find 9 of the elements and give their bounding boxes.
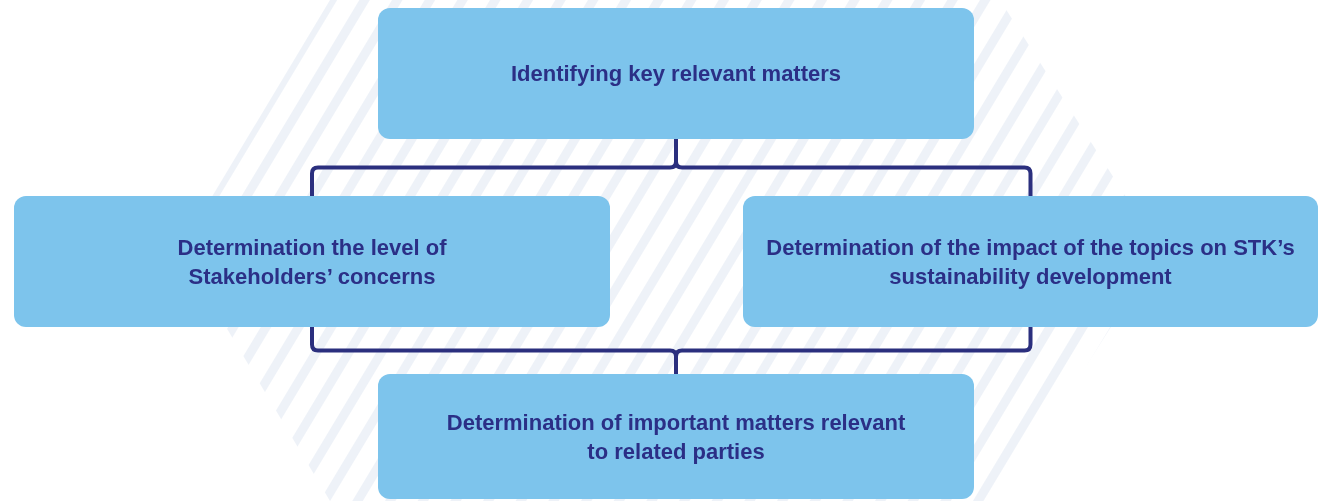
- box-label: Identifying key relevant matters: [510, 60, 842, 88]
- process-box: [378, 374, 974, 499]
- connector-line: [674, 139, 1033, 196]
- box-label: Determination of important matters relevant to related parties: [445, 408, 907, 466]
- box-label: Determination the level of Stakeholders’ concerns: [176, 233, 448, 291]
- process-box: [743, 196, 1318, 327]
- box-label: Determination of the impact of the topics on STK’s sustainability development: [765, 233, 1296, 291]
- process-box: [378, 8, 974, 139]
- process-box: [14, 196, 610, 327]
